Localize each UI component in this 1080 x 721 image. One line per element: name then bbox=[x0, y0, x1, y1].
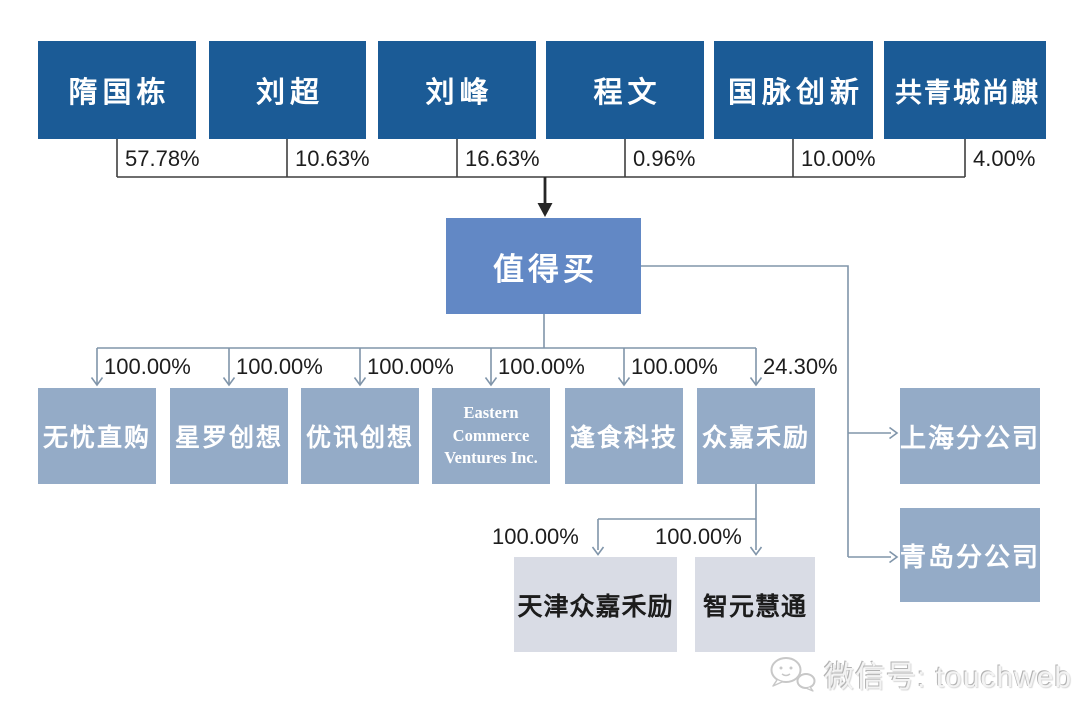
shareholder-box: 刘峰 bbox=[378, 41, 536, 139]
sub-subsidiary-name: 天津众嘉禾励 bbox=[517, 593, 674, 621]
sub-subsidiary-box: 天津众嘉禾励 bbox=[514, 557, 677, 652]
sub-subsidiary-arrowheads bbox=[591, 546, 763, 556]
ownership-percentage: 100.00% bbox=[655, 524, 742, 549]
sub-subsidiary-box: 智元慧通 bbox=[695, 557, 815, 652]
parent-company-box: 值得买 bbox=[446, 218, 641, 314]
shareholder-name: 刘超 bbox=[255, 77, 324, 109]
watermark-text: 微信号: touchweb bbox=[824, 661, 1073, 694]
subsidiary-box: Eastern Commerce Ventures Inc. bbox=[432, 388, 550, 484]
branch-office-name: 上海分公司 bbox=[900, 423, 1041, 453]
shareholder-box: 国脉创新 bbox=[714, 41, 873, 139]
shareholder-box: 程文 bbox=[546, 41, 704, 139]
subsidiary-bus-lines bbox=[96, 314, 757, 384]
watermark: 微信号: touchweb bbox=[768, 652, 1072, 696]
ownership-percentage: 100.00% bbox=[104, 354, 191, 379]
subsidiary-name: Eastern Commerce Ventures Inc. bbox=[444, 402, 538, 468]
shareholder-bus-lines bbox=[116, 139, 966, 178]
shareholding-percentage: 57.78% bbox=[125, 146, 200, 171]
subsidiary-box: 逢食科技 bbox=[565, 388, 683, 484]
branch-office-name: 青岛分公司 bbox=[900, 542, 1041, 572]
shareholder-name: 隋国栋 bbox=[68, 77, 171, 109]
subsidiary-box: 星罗创想 bbox=[170, 388, 288, 484]
subsidiary-name: 众嘉禾励 bbox=[701, 425, 810, 452]
shareholder-name: 刘峰 bbox=[425, 77, 494, 109]
branch-office-box: 青岛分公司 bbox=[900, 508, 1040, 602]
shareholder-name: 程文 bbox=[593, 77, 662, 109]
ownership-percentage: 24.30% bbox=[763, 354, 838, 379]
subsidiary-box: 无忧直购 bbox=[38, 388, 156, 484]
subsidiary-box: 优讯创想 bbox=[301, 388, 419, 484]
shareholding-percentage: 16.63% bbox=[465, 146, 540, 171]
shareholding-percentage: 0.96% bbox=[633, 146, 696, 171]
shareholder-name: 国脉创新 bbox=[727, 77, 864, 109]
ownership-percentage: 100.00% bbox=[631, 354, 718, 379]
branch-office-box: 上海分公司 bbox=[900, 388, 1040, 484]
subsidiary-name: 逢食科技 bbox=[569, 425, 678, 452]
shareholder-box: 刘超 bbox=[209, 41, 366, 139]
arrow-to-parent-head bbox=[537, 203, 553, 217]
ownership-percentage: 100.00% bbox=[236, 354, 323, 379]
parent-company-name: 值得买 bbox=[493, 251, 598, 287]
shareholding-percentage: 10.00% bbox=[801, 146, 876, 171]
ownership-percentage: 100.00% bbox=[492, 524, 579, 549]
subsidiary-name: 无忧直购 bbox=[42, 425, 151, 452]
shareholding-percentage: 4.00% bbox=[973, 146, 1036, 171]
sub-subsidiary-lines bbox=[597, 484, 757, 550]
sub-subsidiary-name: 智元慧通 bbox=[702, 593, 807, 621]
subsidiary-name: 星罗创想 bbox=[174, 425, 283, 452]
subsidiary-arrowheads bbox=[90, 377, 763, 387]
subsidiary-box: 众嘉禾励 bbox=[697, 388, 815, 484]
subsidiary-name: 优讯创想 bbox=[305, 425, 414, 452]
shareholder-name: 共青城尚麒 bbox=[895, 77, 1040, 108]
ownership-percentage: 100.00% bbox=[498, 354, 585, 379]
shareholder-box: 共青城尚麒 bbox=[884, 41, 1046, 139]
ownership-percentage: 100.00% bbox=[367, 354, 454, 379]
branch-office-lines bbox=[641, 265, 891, 558]
shareholder-box: 隋国栋 bbox=[38, 41, 196, 139]
branch-office-arrowheads bbox=[889, 426, 899, 564]
shareholding-percentage: 10.63% bbox=[295, 146, 370, 171]
wechat-icon bbox=[770, 657, 816, 692]
